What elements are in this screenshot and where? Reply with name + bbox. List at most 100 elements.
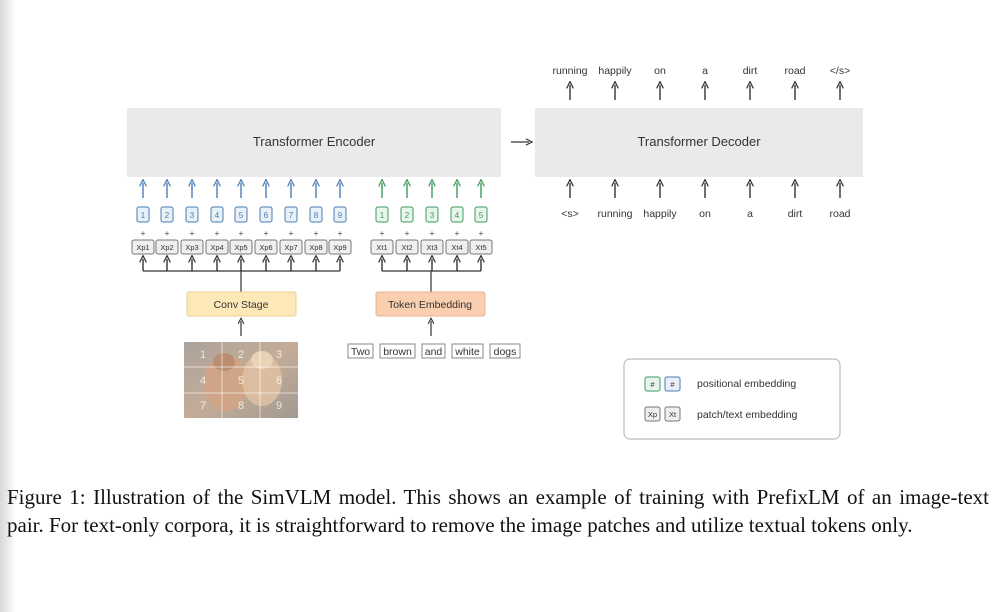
photo-grid-number: 5 — [238, 375, 244, 387]
legend-pos-swatch-text-2: # — [670, 380, 675, 389]
image-patch-token-label: Xp5 — [234, 243, 247, 252]
text-token-token-box — [469, 239, 493, 255]
image-patch-plus: + — [141, 228, 146, 238]
text-token-pos-box — [450, 206, 464, 223]
photo-grid-number: 7 — [200, 400, 206, 412]
image-patch-pos-label: 6 — [264, 211, 269, 220]
input-word-box — [489, 343, 521, 359]
photo-grid-number: 6 — [276, 375, 282, 387]
image-patch-pos-box — [234, 206, 248, 223]
text-token-plus: + — [405, 228, 410, 238]
image-patch-plus: + — [338, 228, 343, 238]
decoder-input-word: happily — [643, 208, 677, 220]
image-patch-pos-box — [185, 206, 199, 223]
text-token-pos-box — [425, 206, 439, 223]
image-patch-token-box — [279, 239, 303, 255]
image-patch-pos-label: 7 — [289, 211, 294, 220]
image-patch-plus: + — [190, 228, 195, 238]
text-token-plus: + — [455, 228, 460, 238]
figure-caption: Figure 1: Illustration of the SimVLM mod… — [7, 485, 989, 537]
legend-patch-text-label: patch/text embedding — [697, 409, 798, 421]
decoder-input-word: dirt — [788, 208, 803, 220]
text-token-token-box — [445, 239, 469, 255]
text-token-pos-label: 2 — [405, 211, 410, 220]
input-word-box — [451, 343, 484, 359]
image-patch-plus: + — [239, 228, 244, 238]
legend-pos-swatch-text-1: # — [650, 380, 655, 389]
input-word: white — [454, 346, 480, 358]
image-patch-token-box — [304, 239, 328, 255]
image-patch-pos-label: 1 — [141, 211, 146, 220]
image-patch-pos-label: 3 — [190, 211, 195, 220]
image-patch-token-label: Xp3 — [185, 243, 198, 252]
image-patch-plus: + — [264, 228, 269, 238]
text-token-plus: + — [430, 228, 435, 238]
text-token-pos-box — [375, 206, 389, 223]
transformer-encoder-box — [127, 108, 501, 177]
image-patch-pos-box — [136, 206, 150, 223]
image-patch-pos-label: 8 — [314, 211, 319, 220]
text-token-plus: + — [479, 228, 484, 238]
image-patch-column: 1+Xp12+Xp23+Xp34+Xp45+Xp56+Xp67+Xp78+Xp8… — [131, 183, 352, 292]
image-patch-pos-box — [309, 206, 323, 223]
legend-patch-swatch-text: Xp — [648, 410, 657, 419]
image-patch-plus: + — [314, 228, 319, 238]
image-patch-token-box — [229, 239, 253, 255]
conv-stage-label: Conv Stage — [214, 299, 269, 311]
image-patch-token-box — [131, 239, 155, 255]
decoder-input-word: running — [597, 208, 632, 220]
text-token-pos-box — [474, 206, 488, 223]
text-token-pos-label: 5 — [479, 211, 484, 220]
transformer-decoder-label: Transformer Decoder — [637, 134, 761, 149]
token-embedding-label: Token Embedding — [388, 299, 472, 311]
photo-grid-number: 4 — [200, 375, 206, 387]
transformer-encoder-label: Transformer Encoder — [253, 134, 376, 149]
decoder-input-word: a — [747, 208, 753, 220]
image-patch-token-label: Xp8 — [309, 243, 322, 252]
image-patch-pos-box — [160, 206, 174, 223]
image-patch-pos-label: 9 — [338, 211, 343, 220]
text-token-token-label: Xt5 — [475, 243, 486, 252]
image-patch-pos-box — [284, 206, 298, 223]
legend-positional-label: positional embedding — [697, 378, 796, 390]
text-token-pos-label: 3 — [430, 211, 435, 220]
legend-image-pos-swatch — [664, 376, 681, 392]
image-patch-pos-box — [259, 206, 273, 223]
legend-text-pos-swatch — [644, 376, 661, 392]
decoder-output-word: road — [784, 65, 805, 77]
image-patch-token-label: Xp7 — [284, 243, 297, 252]
image-patch-token-label: Xp1 — [136, 243, 149, 252]
image-patch-token-label: Xp2 — [160, 243, 173, 252]
photo-grid-number: 1 — [200, 349, 206, 361]
image-patch-plus: + — [289, 228, 294, 238]
image-patch-pos-box — [210, 206, 224, 223]
decoder-output-word: running — [552, 65, 587, 77]
decoder-input-word: <s> — [561, 208, 579, 220]
text-token-pos-label: 1 — [380, 211, 385, 220]
legend-box — [623, 358, 841, 440]
legend-text-swatch-text: Xt — [669, 410, 677, 419]
text-token-token-box — [395, 239, 419, 255]
input-word-box — [421, 343, 446, 359]
image-patch-token-label: Xp4 — [210, 243, 223, 252]
legend-text-swatch — [664, 406, 681, 422]
input-word: and — [425, 346, 443, 358]
photo-grid-number: 2 — [238, 349, 244, 361]
text-token-pos-label: 4 — [455, 211, 460, 220]
input-word: brown — [383, 346, 412, 358]
image-patch-pos-box — [333, 206, 347, 223]
image-patch-token-box — [205, 239, 229, 255]
image-patch-token-box — [155, 239, 179, 255]
text-token-token-label: Xt1 — [376, 243, 387, 252]
transformer-decoder-box — [535, 108, 863, 177]
decoder-output-word: on — [654, 65, 666, 77]
decoder-token-column: running<s>happilyrunningonhappilyaondirt… — [552, 65, 850, 220]
text-token-token-box — [420, 239, 444, 255]
image-patch-plus: + — [165, 228, 170, 238]
photo-grid-number: 3 — [276, 349, 282, 361]
image-patch-pos-label: 4 — [215, 211, 220, 220]
image-patch-plus: + — [215, 228, 220, 238]
input-word: dogs — [494, 346, 517, 358]
